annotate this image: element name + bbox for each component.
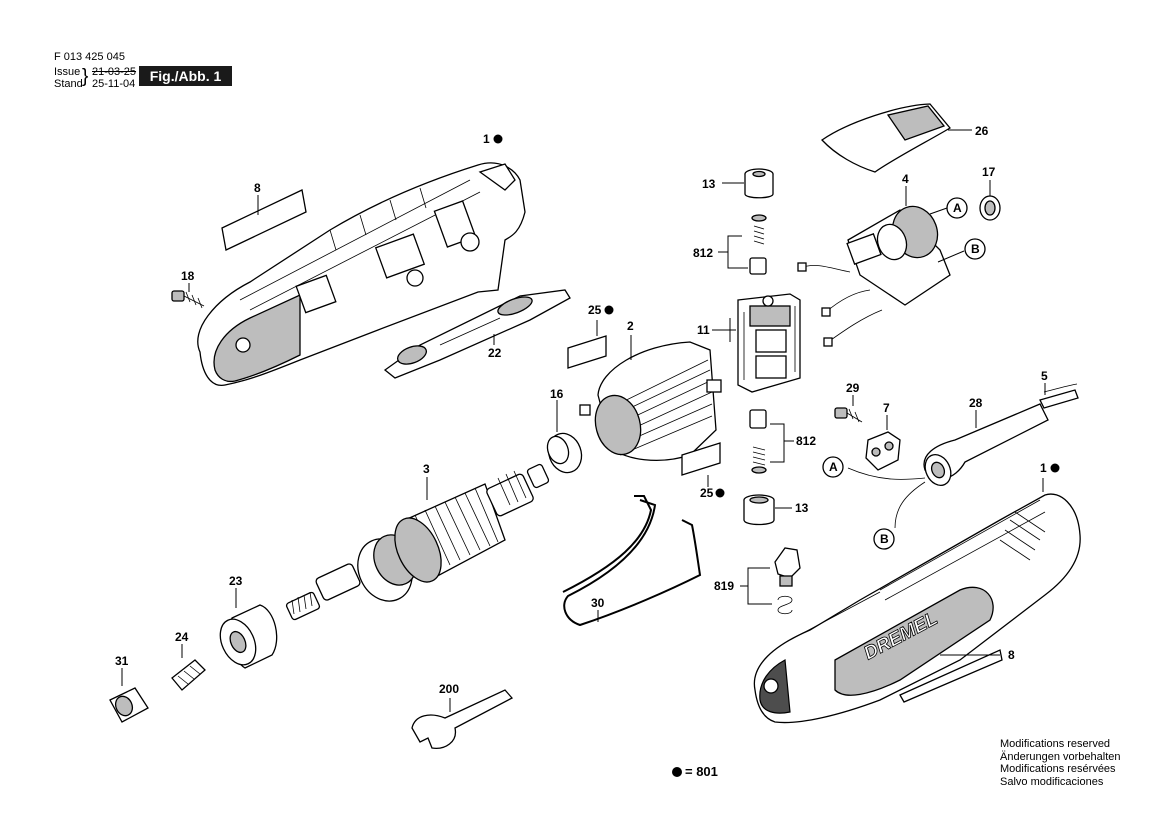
housing-half-left xyxy=(197,162,526,386)
label-part-30: 30 xyxy=(591,596,605,610)
issue-date: 21-03-25 xyxy=(92,66,137,78)
label-part-13-top: 13 xyxy=(702,177,716,191)
callout-b-top xyxy=(964,238,986,260)
label-sheet-top xyxy=(221,189,307,251)
nut-17 xyxy=(979,180,1001,221)
collet-nut-31 xyxy=(109,668,149,723)
brush-spring-812-top xyxy=(718,214,767,275)
label-part-3: 3 xyxy=(423,462,430,476)
stand-label: Stand xyxy=(54,78,83,90)
label-part-8-top: 8 xyxy=(254,181,261,195)
label-part-11: 11 xyxy=(697,323,710,337)
bullet-1-bottom xyxy=(1050,463,1060,473)
callout-a-top-letter: A xyxy=(953,201,962,215)
bullet-25-top xyxy=(604,305,614,315)
cable-clip-7 xyxy=(865,415,901,471)
label-part-7: 7 xyxy=(883,401,890,415)
label-part-22: 22 xyxy=(488,346,502,360)
bracket-glyph: } xyxy=(82,66,89,87)
speed-control-4 xyxy=(797,186,965,347)
label-part-25-top: 25 xyxy=(588,303,602,317)
brush-holder-11 xyxy=(712,293,801,393)
power-cord-5 xyxy=(1039,383,1079,409)
cover-26 xyxy=(821,103,972,173)
label-part-24: 24 xyxy=(175,630,189,644)
modification-notes: Modifications reserved Änderungen vorbeh… xyxy=(1000,738,1120,788)
screw-29 xyxy=(834,395,863,423)
cord-sleeve-28 xyxy=(847,403,1049,529)
issue-label: Issue xyxy=(54,66,81,78)
label-part-4: 4 xyxy=(902,172,909,186)
collet-24 xyxy=(171,644,206,691)
label-part-18: 18 xyxy=(181,269,195,283)
label-part-23: 23 xyxy=(229,574,243,588)
note-line: Modifications resérvées xyxy=(1000,763,1116,775)
label-sheet-25-top xyxy=(567,320,607,369)
bearing-16 xyxy=(546,400,583,474)
label-part-31: 31 xyxy=(115,654,129,668)
label-sheet-25-bottom xyxy=(681,442,721,487)
label-part-812-top: 812 xyxy=(693,246,713,260)
figure-label: Fig./Abb. 1 xyxy=(139,66,232,86)
switch-button-819 xyxy=(740,547,801,615)
label-part-2: 2 xyxy=(627,319,634,333)
note-line: Änderungen vorbehalten xyxy=(1000,750,1121,763)
label-part-819: 819 xyxy=(714,579,734,593)
bullet-legend: = 801 xyxy=(672,764,718,779)
legend-text: = 801 xyxy=(685,764,718,779)
label-part-812-bottom: 812 xyxy=(796,434,816,448)
label-sheet-bottom xyxy=(899,649,1003,703)
label-part-1-top: 1 xyxy=(483,132,490,146)
housing-half-right-assembled xyxy=(753,478,1081,724)
label-part-17: 17 xyxy=(982,165,996,179)
label-part-8-bottom: 8 xyxy=(1008,648,1015,662)
note-line: Salvo modificaciones xyxy=(1000,775,1104,788)
callout-b-top-letter: B xyxy=(971,242,980,256)
screw-18 xyxy=(171,283,205,309)
label-part-1-bottom: 1 xyxy=(1040,461,1047,475)
document-number: F 013 425 045 xyxy=(54,51,125,63)
label-part-13-bottom: 13 xyxy=(795,501,809,515)
brush-spring-812-bottom xyxy=(749,409,794,474)
label-part-26: 26 xyxy=(975,124,989,138)
label-part-16: 16 xyxy=(550,387,564,401)
brush-cap-13-bottom xyxy=(743,494,792,526)
bullet-1-top xyxy=(493,134,503,144)
note-line: Modifications reserved xyxy=(1000,738,1111,750)
callout-b-bottom xyxy=(873,528,895,550)
stand-date: 25-11-04 xyxy=(92,78,136,90)
label-part-29: 29 xyxy=(846,381,860,395)
nut-23 xyxy=(219,588,278,669)
armature-3 xyxy=(285,463,550,621)
hanger-bracket-30 xyxy=(562,495,702,627)
label-part-25-bottom: 25 xyxy=(700,486,714,500)
field-winding-2 xyxy=(579,335,722,461)
callout-a-bottom xyxy=(822,456,844,478)
label-part-28: 28 xyxy=(969,396,983,410)
brush-cap-13-top xyxy=(722,168,774,199)
switch-slider-22 xyxy=(383,289,571,379)
callout-a-top xyxy=(946,197,968,219)
label-part-200: 200 xyxy=(439,682,459,696)
callout-a-bottom-letter: A xyxy=(829,460,838,474)
callout-b-bottom-letter: B xyxy=(880,532,889,546)
label-part-5: 5 xyxy=(1041,369,1048,383)
bullet-icon xyxy=(672,767,682,777)
wrench-200 xyxy=(411,689,514,749)
bullet-25-bottom xyxy=(715,488,725,498)
